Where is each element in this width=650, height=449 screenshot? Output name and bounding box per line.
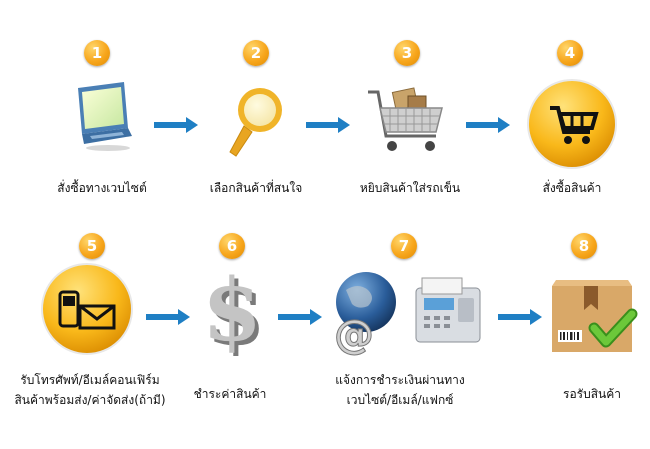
arrow-3-4	[466, 117, 510, 133]
step-5-badge: 5	[79, 233, 105, 259]
arrow-6-7	[278, 309, 322, 325]
step-1-badge: 1	[84, 40, 110, 66]
step-4-label: สั่งซื้อสินค้า	[542, 181, 602, 195]
step-6-label: ชำระค่าสินค้า	[193, 387, 267, 401]
magnifier-icon	[229, 88, 282, 157]
globe-email-fax-icon: @	[334, 272, 481, 358]
svg-text:@: @	[334, 312, 374, 358]
step-8-label: รอรับสินค้า	[562, 387, 622, 401]
laptop-icon	[78, 82, 132, 151]
step-2-badge: 2	[243, 40, 269, 66]
arrow-5-6	[146, 309, 190, 325]
svg-text:$: $	[206, 266, 266, 356]
step-3-label: หยิบสินค้าใส่รถเข็น	[359, 181, 461, 195]
arrow-2-3	[306, 117, 350, 133]
step-3-badge: 3	[394, 40, 420, 66]
arrow-1-2	[154, 117, 198, 133]
step-1-label: สั่งซื้อทางเวบไซต์	[57, 181, 147, 195]
step-6-badge: 6	[219, 233, 245, 259]
step-7-badge: 7	[391, 233, 417, 259]
step-2-label: เลือกสินค้าที่สนใจ	[209, 181, 303, 195]
cart-button-icon	[527, 79, 617, 169]
arrow-7-8	[498, 309, 542, 325]
shopping-cart-icon	[368, 87, 443, 151]
step-8-badge: 8	[571, 233, 597, 259]
step-7-label: แจ้งการชำระเงินผ่านทาง เวบไซต์/อีเมล์/แฟ…	[335, 373, 465, 407]
dollar-sign-icon: $ $	[202, 266, 266, 356]
step-4-badge: 4	[557, 40, 583, 66]
svg-text:$: $	[202, 266, 262, 356]
package-check-icon	[552, 280, 638, 352]
phone-mail-icon	[41, 263, 133, 355]
step-5-label: รับโทรศัพท์/อีเมล์คอนเฟิร์ม สินค้าพร้อมส…	[14, 373, 166, 407]
